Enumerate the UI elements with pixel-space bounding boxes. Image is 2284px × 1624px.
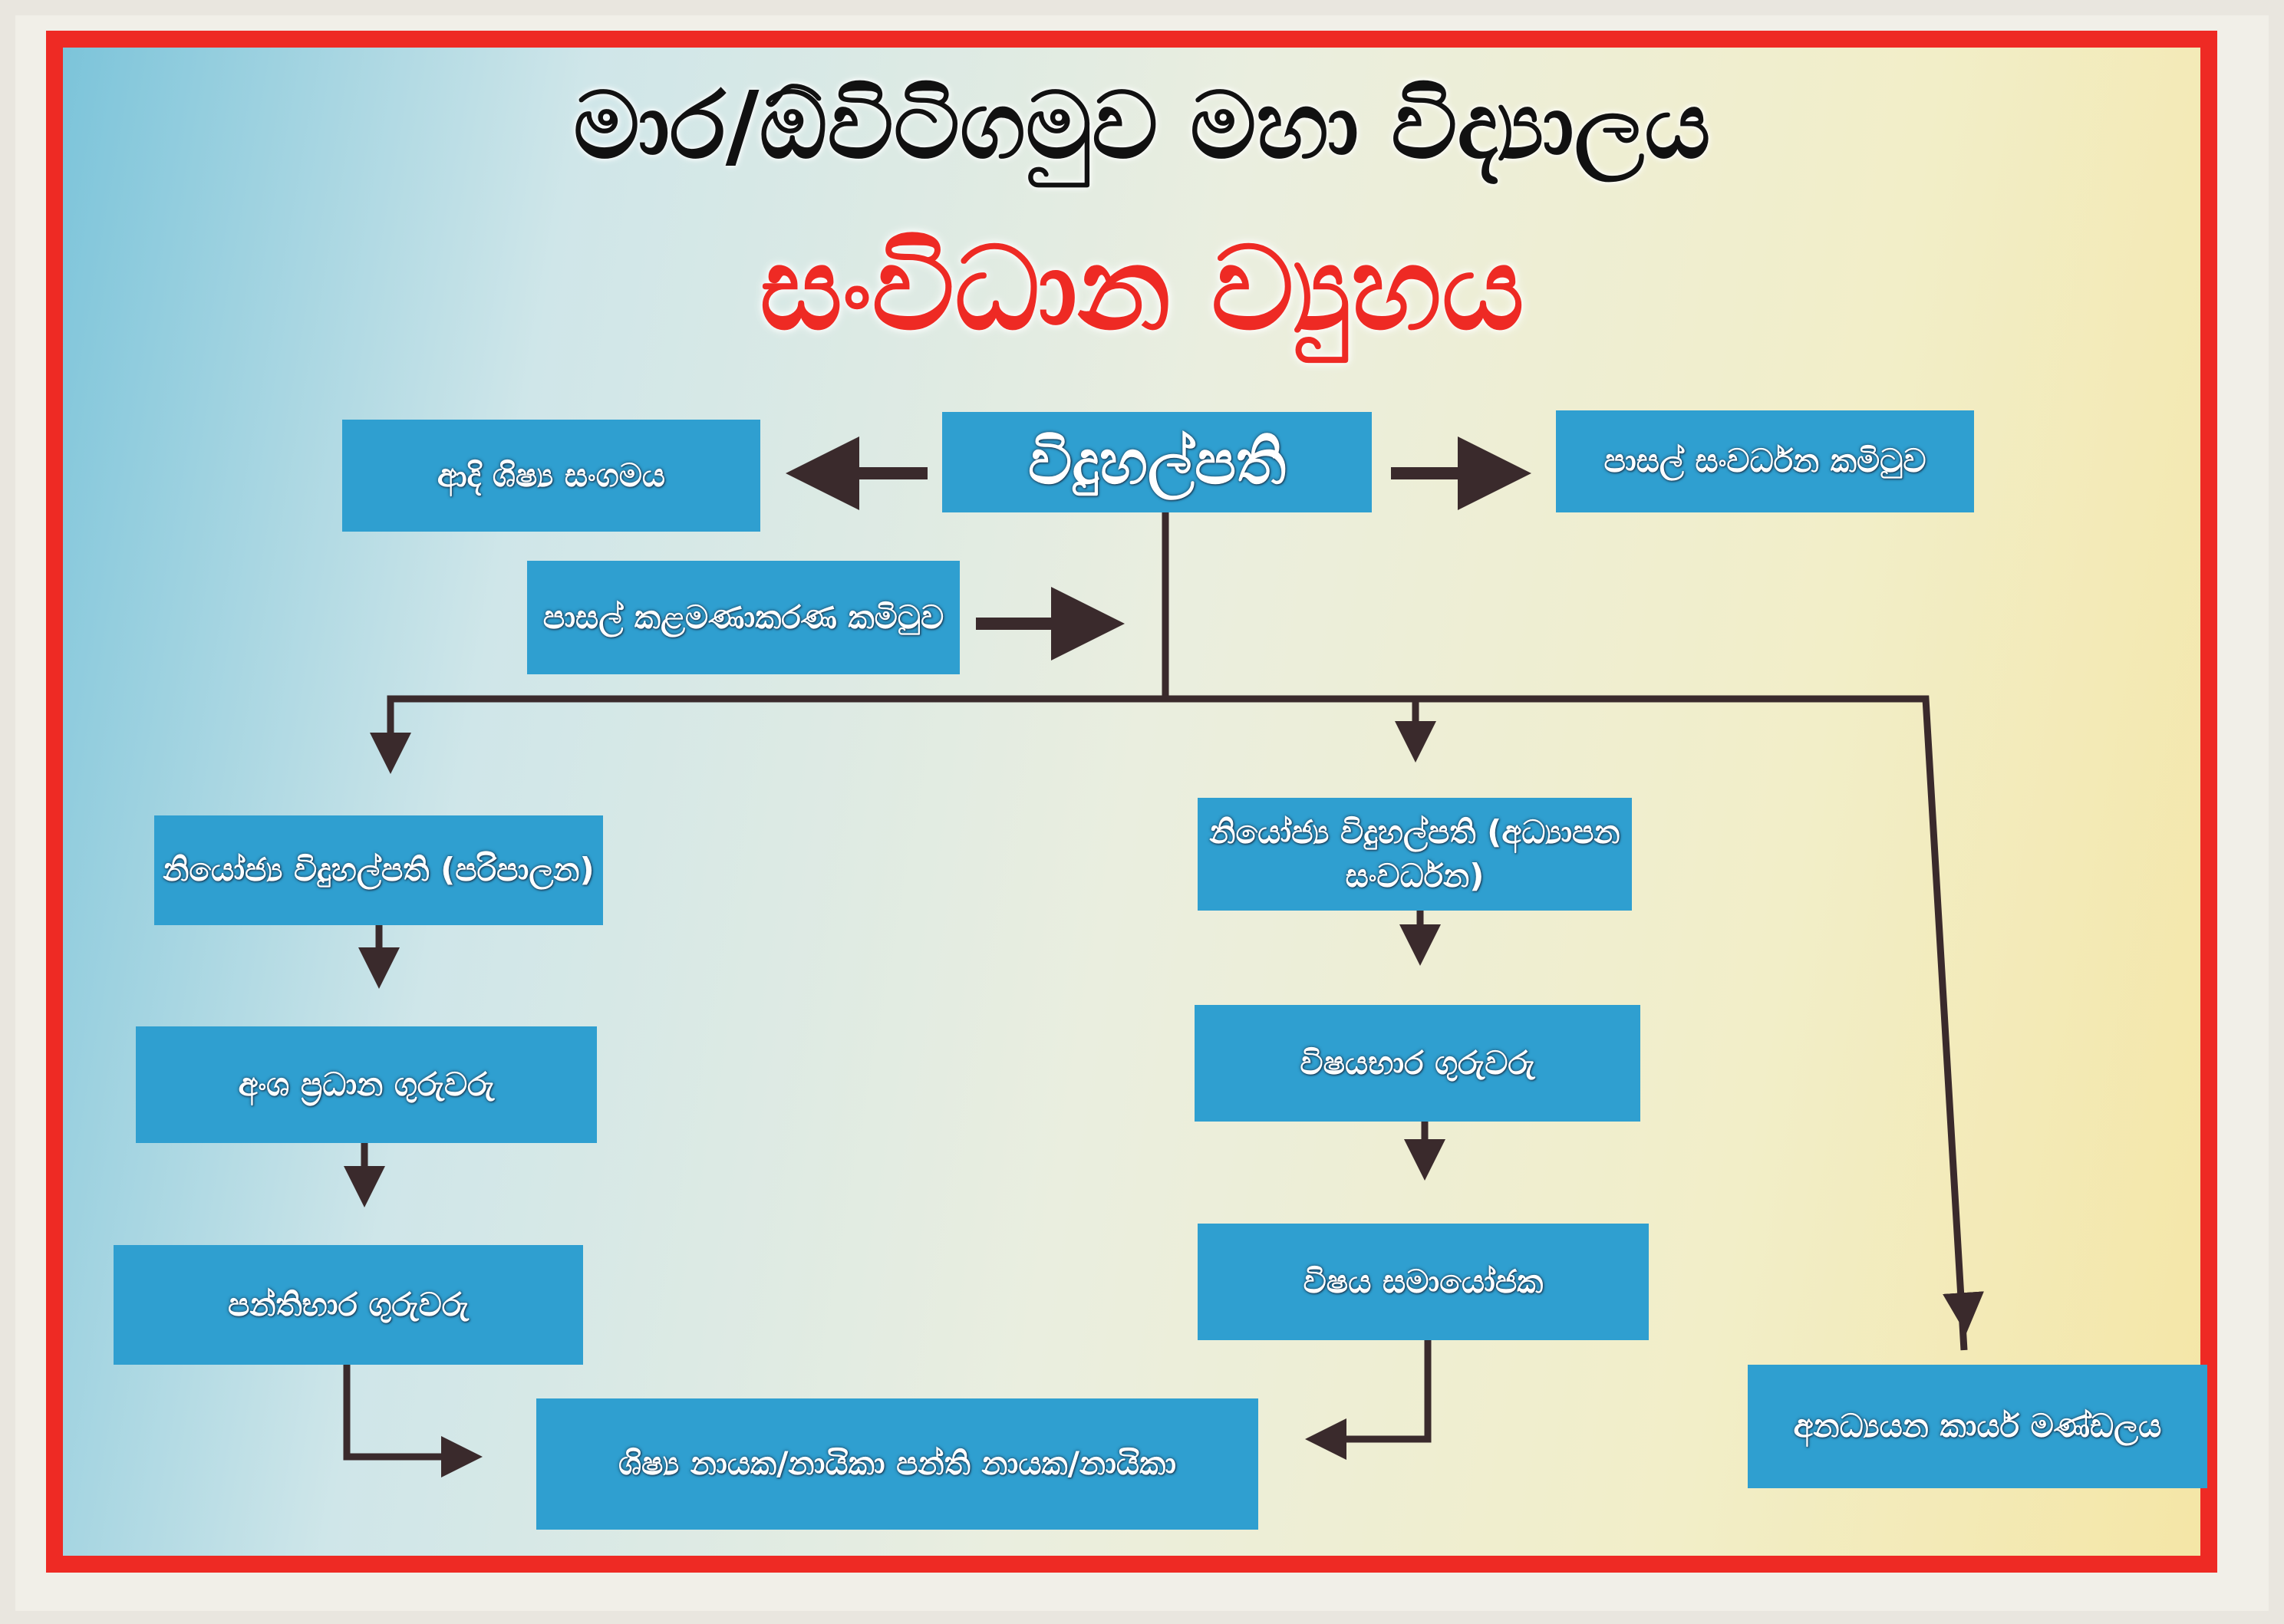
principal-box: විදුහල්පති [942,412,1372,512]
arrow-to-non-academic [1943,1291,1984,1334]
past-pupils-box: ආදි ශිෂ්‍ය සංගමය [342,420,760,532]
class-teachers-box: පන්තිභාර ගුරුවරු [114,1245,583,1365]
subject-coordinators-box: විෂය සමායෝජක [1198,1224,1649,1340]
student-leaders-box: ශිෂ්‍ය නායක/නායිකා පන්ති නායක/නායිකා [536,1398,1258,1530]
subject-teachers-box: විෂයභාර ගුරුවරු [1195,1005,1640,1122]
org-structure-subtitle: සංවිධාන ව්‍යුහය [760,222,1524,356]
deputy-principal-admin-box: නියෝජ්‍ය විදුහල්පති (පරිපාලන) [154,815,603,925]
management-committee-box: පාසල් කළමණාකරණ කමිටුව [527,561,960,674]
development-committee-box: පාසල් සංවර්ධන කමිටුව [1556,410,1974,512]
arrow-class-teachers-to-leaders [343,1365,483,1477]
school-name-title: මාර/ඕවිටිගමුව මහා විද්‍යාලය [573,73,1711,180]
non-academic-staff-box: අනධ්‍යයන කාර්ය මණ්ඩලය [1748,1365,2207,1488]
deputy-principal-education-box: නියෝජ්‍ය විදුහල්පති (අධ්‍යාපන සංවර්ධන) [1198,798,1632,911]
arrow-coordinators-to-leaders [1305,1340,1432,1460]
section-heads-box: අංශ ප්‍රධාන ගුරුවරු [136,1026,597,1143]
branch-line [387,695,1968,1351]
